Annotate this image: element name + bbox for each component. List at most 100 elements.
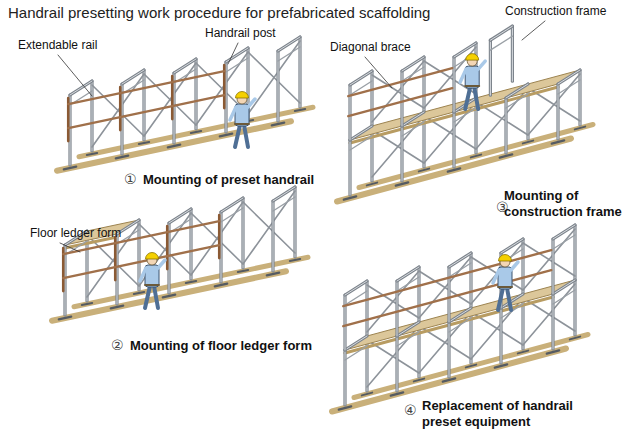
worker-leg: [465, 87, 470, 109]
leader-line: [365, 57, 392, 88]
base-jack: [272, 123, 284, 126]
diagonal-brace: [139, 213, 191, 286]
frame-post: [575, 280, 576, 335]
callout-number: ④: [404, 402, 417, 419]
frame-rung: [278, 47, 300, 61]
leader-lines: [58, 21, 545, 252]
diagonal-brace: [92, 74, 144, 147]
diagonal-brace: [372, 61, 424, 122]
frame-post: [350, 85, 351, 140]
worker-arm: [248, 99, 255, 107]
diagonal-brace: [191, 202, 243, 275]
base-jack: [64, 167, 76, 170]
frame-post: [553, 294, 554, 349]
leader-line: [228, 43, 238, 64]
frame-post: [471, 253, 472, 308]
scaffold-panel: [52, 187, 308, 321]
frame-post: [454, 112, 455, 167]
frame-rung: [397, 332, 419, 346]
worker-helmet: [499, 255, 512, 262]
frame-post: [447, 322, 450, 377]
frame-post: [365, 281, 368, 336]
frame-post: [501, 308, 502, 363]
base-jack: [552, 140, 564, 143]
callout-number: ①: [124, 171, 137, 188]
step-caption: Mounting of construction frame: [504, 188, 636, 219]
frame-post: [551, 294, 554, 349]
part-label: Extendable rail: [18, 38, 97, 52]
diagram-title: Handrail presetting work procedure for p…: [8, 4, 430, 22]
diagonal-brace: [243, 191, 295, 264]
frame-post: [578, 70, 581, 125]
diagonal-brace: [144, 63, 196, 136]
base-jack: [471, 155, 481, 158]
frame-rung: [490, 36, 512, 50]
frame-post: [556, 84, 559, 139]
leader-line: [58, 55, 92, 96]
base-jack: [134, 292, 144, 294]
worker-belt: [235, 123, 249, 125]
worker-helmet: [466, 54, 479, 61]
frame-post: [511, 26, 514, 81]
handrail-rail: [68, 71, 224, 104]
step-caption: Replacement of handrail preset equipment: [422, 398, 592, 429]
frame-post: [417, 267, 420, 322]
worker-leg: [507, 288, 511, 310]
handrail-rail: [348, 68, 452, 96]
scaffold-panel: [337, 43, 593, 202]
base-jack: [116, 156, 128, 159]
worker-arm: [478, 61, 485, 69]
worker-figure: [493, 255, 518, 311]
frame-post: [419, 267, 420, 322]
frame-post: [402, 71, 403, 126]
worker-leg: [235, 125, 240, 147]
frame-post: [422, 57, 425, 112]
frame-post: [512, 26, 513, 81]
frame-post: [558, 84, 559, 139]
base-jack: [523, 141, 533, 144]
worker-helmet: [236, 92, 249, 99]
frame-post: [370, 71, 373, 126]
frame-post: [395, 336, 398, 391]
frame-post: [348, 140, 351, 195]
base-jack: [87, 153, 97, 155]
frame-post: [499, 308, 502, 363]
frame-post: [449, 322, 450, 377]
base-jack: [396, 182, 408, 185]
worker-leg: [498, 288, 503, 310]
frame-post: [573, 225, 576, 280]
worker-belt: [498, 286, 512, 288]
worker-arm: [140, 268, 146, 281]
frame-post: [343, 350, 346, 405]
frame-post: [489, 40, 492, 95]
frame-rung: [345, 346, 367, 360]
frame-post: [580, 70, 581, 125]
worker-belt: [465, 85, 479, 87]
leader-line: [60, 243, 80, 252]
frame-post: [400, 71, 403, 126]
base-jack: [163, 295, 175, 298]
diagonal-brace: [523, 229, 575, 290]
frame-post: [372, 71, 373, 126]
diagonal-brace: [248, 52, 300, 103]
base-jack: [575, 127, 585, 130]
scaffold-panel: [332, 225, 588, 412]
frame-post: [490, 40, 491, 95]
worker-figure: [460, 54, 485, 110]
base-jack: [448, 168, 460, 171]
base-jack: [344, 196, 356, 199]
base-jack: [466, 365, 476, 368]
frame-post: [343, 295, 346, 350]
frame-post: [402, 126, 403, 181]
frame-post: [504, 98, 507, 153]
base-jack: [570, 337, 580, 340]
base-jack: [220, 134, 232, 137]
base-jack: [111, 306, 123, 309]
base-jack: [443, 378, 455, 381]
frame-post: [397, 336, 398, 391]
base-jack: [267, 273, 279, 276]
base-jack: [168, 145, 180, 148]
worker-leg: [244, 125, 248, 147]
base-jack: [518, 351, 528, 354]
